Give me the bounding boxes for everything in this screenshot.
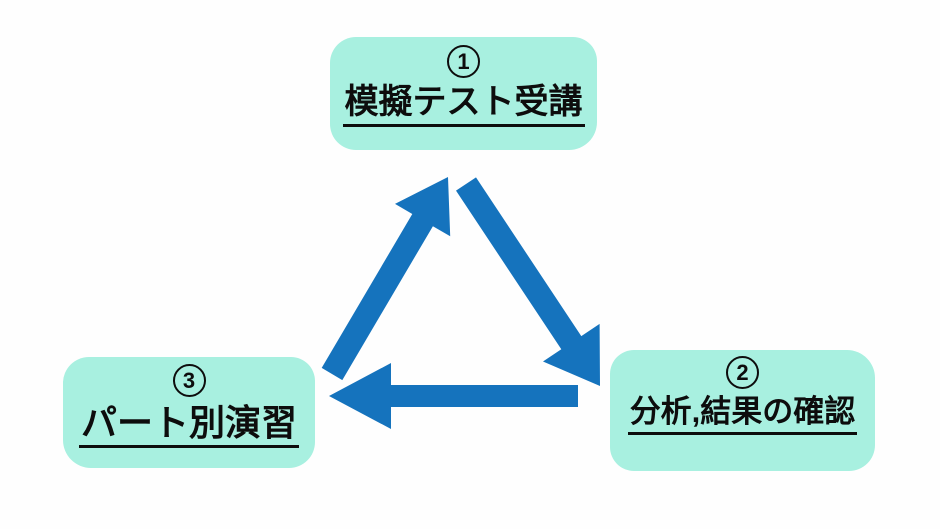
step-number-3: 3 [172,364,206,397]
arrow-step3-to-step1-icon [321,177,451,381]
step-box-1-mock-test: 1 模擬テスト受講 [330,37,597,150]
step-label-2: 分析,結果の確認 [627,394,858,435]
arrow-step1-to-step2-icon [456,177,600,386]
step-number-3-text: 3 [182,367,196,393]
step-label-1: 模擬テスト受講 [342,83,585,128]
step-label-3: パート別演習 [78,402,299,449]
step-number-2-text: 2 [736,359,749,385]
step-box-2-analysis: 2 分析,結果の確認 [610,350,875,471]
step-number-1-text: 1 [457,48,470,74]
step-number-2: 2 [726,356,759,389]
arrow-step2-to-step3-icon [329,363,578,429]
step-box-3-part-practice: 3 パート別演習 [63,357,315,468]
step-number-1: 1 [447,45,480,78]
